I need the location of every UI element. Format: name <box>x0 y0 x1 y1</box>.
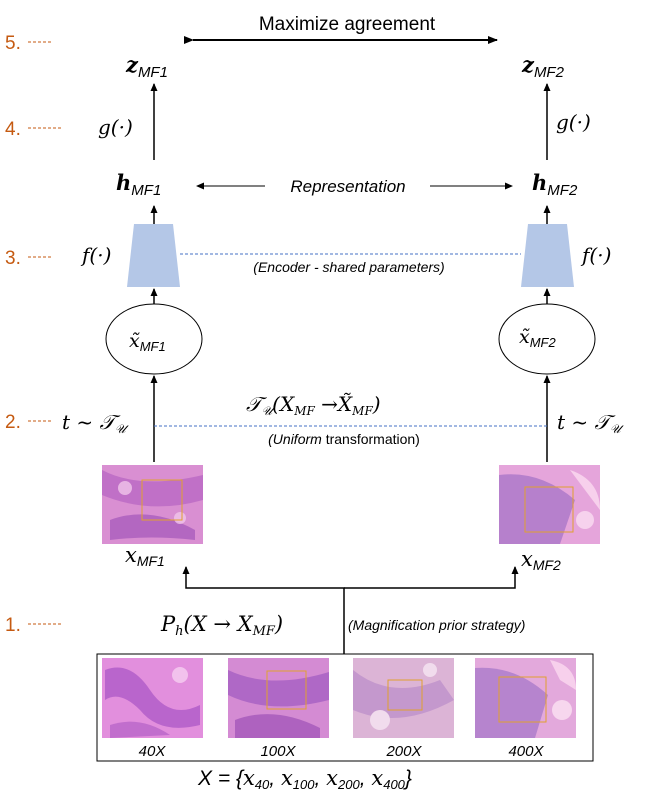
transform-sample-left: t ~ 𝒯𝒰 <box>62 410 129 436</box>
input-patch-left <box>102 465 203 544</box>
input-patch-right <box>499 465 600 544</box>
prior-to-right-connector <box>344 566 519 589</box>
z-mf1-label: zMF1 <box>125 52 168 81</box>
h-mf2-label: hMF2 <box>532 170 578 199</box>
transform-sample-right: t ~ 𝒯𝒰 <box>557 410 624 436</box>
set-definition: X = {x40, x100, x200, x400} <box>197 766 412 792</box>
roi-box-100x <box>266 670 307 710</box>
representation-label: Representation <box>290 177 405 196</box>
roi-box-400x <box>498 676 547 723</box>
augmented-view-left-node <box>105 303 203 375</box>
patch-200x <box>353 658 454 738</box>
roi-box-200x <box>387 679 423 711</box>
h-mf1-label: hMF1 <box>116 170 161 199</box>
step-5-label: 5. <box>5 33 21 54</box>
patch-40x <box>102 658 203 738</box>
patch-400x <box>475 658 576 738</box>
z-mf2-label: zMF2 <box>521 52 565 81</box>
prior-formula: Ph(X → XMF) <box>160 612 283 639</box>
magnification-set-box <box>96 653 594 762</box>
encoder-left-trapezoid <box>127 224 180 287</box>
step-2-label: 2. <box>5 412 21 433</box>
patch-100x <box>228 658 329 738</box>
projection-head-left-label: g(·) <box>98 115 133 139</box>
augmented-view-right-node <box>498 303 596 375</box>
projection-head-right-label: g(·) <box>556 110 591 134</box>
input-mf1-label: xMF1 <box>125 543 165 569</box>
step-markers: 1. 2. 3. 4. 5. <box>5 33 63 636</box>
transform-formula: 𝒯𝒰(XMF →X̃MF) <box>246 392 381 418</box>
mag-label-200x: 200X <box>385 743 422 760</box>
uniform-transformation-label: (Uniform transformation) <box>268 431 420 447</box>
roi-box-right <box>524 486 574 533</box>
encoder-right-trapezoid <box>521 224 574 287</box>
mag-label-400x: 400X <box>508 743 544 760</box>
encoder-left-label: f(·) <box>80 243 111 267</box>
step-4-label: 4. <box>5 119 21 140</box>
input-mf2-label: xMF2 <box>521 547 561 573</box>
prior-strategy-label: (Magnification prior strategy) <box>348 617 525 633</box>
roi-box-left <box>141 479 183 521</box>
encoder-shared-label: (Encoder - shared parameters) <box>253 259 444 275</box>
mag-label-40x: 40X <box>139 743 167 760</box>
encoder-right-label: f(·) <box>580 243 611 267</box>
step-3-label: 3. <box>5 248 21 269</box>
maximize-agreement-label: Maximize agreement <box>259 14 436 35</box>
mag-label-100x: 100X <box>260 743 296 760</box>
prior-to-left-connector <box>182 566 345 654</box>
step-1-label: 1. <box>5 615 21 636</box>
